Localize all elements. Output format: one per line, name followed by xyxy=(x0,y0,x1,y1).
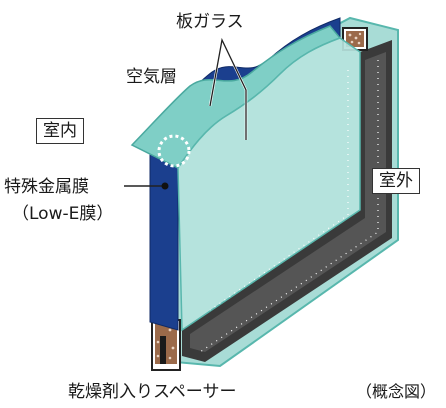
air-layer-marker xyxy=(157,134,191,168)
glass-dotted-edge xyxy=(209,70,349,311)
air-layer-label: 空気層 xyxy=(126,67,177,87)
metal-film-label: 特殊金属膜 xyxy=(4,177,89,197)
outside-label: 室外 xyxy=(372,168,420,195)
concept-label: （概念図） xyxy=(356,382,437,401)
spacer-label: 乾燥剤入りスペーサー xyxy=(68,382,237,402)
low-e-label: （Low-E膜） xyxy=(12,204,114,224)
inner-glass-pane xyxy=(177,37,361,332)
inside-label: 室内 xyxy=(36,118,84,145)
spacer-frame-inner xyxy=(190,52,386,352)
glass-label: 板ガラス xyxy=(176,12,244,32)
